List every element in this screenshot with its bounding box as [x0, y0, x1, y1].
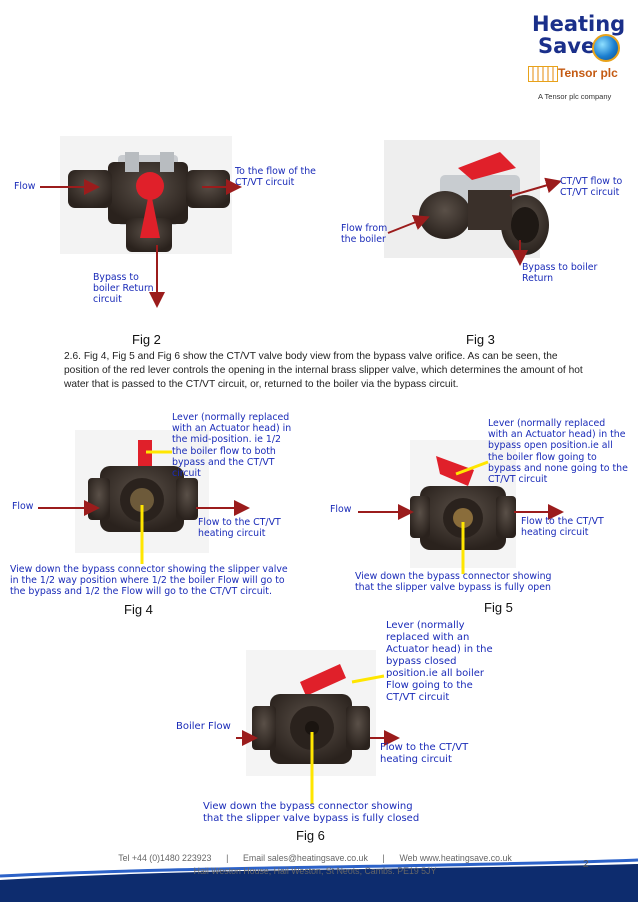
fig5-view-label: View down the bypass connector showing t…	[355, 571, 552, 594]
partner-name: Tensor plc	[558, 66, 618, 80]
flow-arrows	[38, 177, 564, 746]
fig6-lever-label: Lever (normally replaced with an Actuato…	[386, 620, 493, 703]
fig2-to-flow-label: To the flow of the CT/VT circuit	[235, 166, 316, 189]
fig3-flow-from-label: Flow from the boiler	[341, 223, 388, 246]
fig3-ctvt-label: CT/VT flow to CT/VT circuit	[560, 176, 623, 199]
section-2-6-paragraph: 2.6. Fig 4, Fig 5 and Fig 6 show the CT/…	[64, 351, 583, 391]
fig4-flow-label: Flow	[12, 501, 34, 512]
fig2-photo	[60, 136, 232, 254]
fig2-bypass-label: Bypass to boiler Return circuit	[93, 272, 154, 306]
fig4-lever-label: Lever (normally replaced with an Actuato…	[172, 412, 292, 480]
page-number: 2	[583, 859, 589, 870]
footer-band	[0, 858, 638, 902]
fig2-flow-label: Flow	[14, 181, 36, 192]
tensor-mark-icon	[528, 66, 558, 82]
fig6-view-label: View down the bypass connector showing t…	[203, 801, 420, 824]
footer-contact-line: Tel +44 (0)1480 223923 | Email sales@hea…	[118, 853, 512, 863]
fig5-flow-to-label: Flow to the CT/VT heating circuit	[521, 516, 604, 539]
fig4-view-label: View down the bypass connector showing t…	[10, 564, 288, 598]
fig5-lever-label: Lever (normally replaced with an Actuato…	[488, 418, 628, 486]
fig4-caption: Fig 4	[124, 602, 153, 617]
fig6-boiler-flow-label: Boiler Flow	[176, 721, 231, 732]
fig3-photo	[384, 140, 549, 258]
fig3-bypass-label: Bypass to boiler Return	[522, 262, 598, 285]
fig4-flow-to-label: Flow to the CT/VT heating circuit	[198, 517, 281, 540]
brand-tagline: A Tensor plc company	[538, 92, 612, 101]
brand-name-heating: Heating	[532, 12, 626, 36]
fig3-caption: Fig 3	[466, 332, 495, 347]
fig2-caption: Fig 2	[132, 332, 161, 347]
brand-logo: Heating Save Tensor plc A Tensor plc com…	[528, 8, 628, 108]
fig5-caption: Fig 5	[484, 600, 513, 615]
fig6-caption: Fig 6	[296, 828, 325, 843]
brand-name-save: Save	[538, 34, 596, 58]
pointer-lines	[140, 450, 489, 804]
footer-address-line: Hail Weston House, Hail Weston, St Neots…	[193, 866, 437, 876]
fig6-flow-to-label: Flow to the CT/VT heating circuit	[380, 742, 469, 765]
fig6-photo	[246, 650, 376, 776]
globe-icon	[592, 34, 620, 62]
fig5-flow-label: Flow	[330, 504, 352, 515]
